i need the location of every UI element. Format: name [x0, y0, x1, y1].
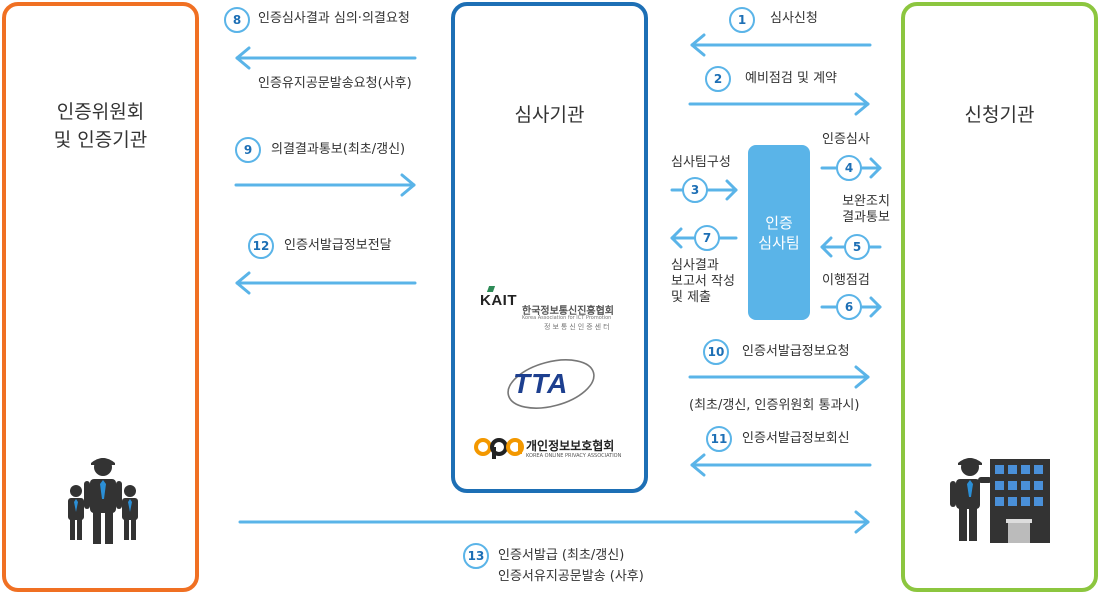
certification-committee-title: 인증위원회 및 인증기관 [6, 98, 195, 154]
kait-english-name: Korea Association for ICT Promotion [522, 315, 612, 321]
step-9-badge: 9 [235, 137, 261, 163]
arrowhead-step-1 [690, 33, 706, 57]
step-1-badge: 1 [729, 7, 755, 33]
tta-mark: TTA [513, 368, 569, 399]
step-12-badge: 12 [248, 233, 274, 259]
certification-committee-title-line2: 및 인증기관 [53, 129, 148, 151]
audit-team-line2: 심사팀 [758, 233, 800, 252]
step-1-label: 심사신청 [770, 11, 818, 26]
step-5-label: 보완조치 결과통보 [836, 194, 896, 226]
tta-ring-icon [507, 359, 595, 409]
step-5-label-line2: 결과통보 [842, 210, 890, 225]
applicant-title: 신청기관 [964, 104, 1035, 126]
step-9-label: 의결결과통보(최초/갱신) [271, 142, 406, 157]
step-6-label: 이행점검 [822, 273, 870, 288]
arrowhead-step-13 [854, 510, 870, 534]
building-person-icon [950, 458, 1050, 543]
step-5-badge: 5 [844, 234, 870, 260]
step-4-badge: 4 [836, 155, 862, 181]
step-3-label: 심사팀구성 [671, 155, 731, 170]
step-10-badge: 10 [703, 339, 729, 365]
arrowhead-step-2 [854, 92, 870, 116]
okpa-mark-icon [474, 438, 524, 459]
arrowhead-step-9 [400, 173, 416, 197]
step-10-label: 인증서발급정보요청 [742, 344, 850, 359]
step-7-badge: 7 [694, 225, 720, 251]
step-11-badge: 11 [706, 426, 732, 452]
arrowhead-step-3 [725, 179, 738, 201]
step-4-label: 인증심사 [822, 132, 870, 147]
step-8-sub-label: 인증유지공문발송요청(사후) [258, 76, 412, 91]
certification-committee-title-line1: 인증위원회 [56, 101, 145, 123]
step-8-badge: 8 [224, 7, 250, 33]
arrowhead-step-4 [869, 157, 882, 179]
okpa-logo: 개인정보보호협회 KOREA ONLINE PRIVACY ASSOCIATIO… [474, 435, 634, 463]
tta-logo: TTA [503, 356, 599, 412]
arrowhead-step-7 [670, 227, 683, 249]
step-8-label: 인증심사결과 심의·의결요청 [258, 11, 410, 26]
people-group-icon [68, 458, 138, 544]
arrowhead-step-12 [235, 271, 251, 295]
step-2-label: 예비점검 및 계약 [745, 71, 837, 86]
arrowhead-step-10 [854, 365, 870, 389]
audit-team-box: 인증 심사팀 [748, 145, 810, 320]
step-2-badge: 2 [705, 66, 731, 92]
step-13-label-line2: 인증서유지공문발송 (사후) [498, 569, 644, 584]
kait-logo: KAIT 한국정보통신진흥협회 Korea Association for IC… [480, 292, 630, 334]
step-7-label-line3: 및 제출 [671, 290, 712, 305]
kait-sub-name: 정보통신인증센터 [544, 323, 612, 331]
arrowhead-step-5 [820, 236, 833, 258]
okpa-english-name: KOREA ONLINE PRIVACY ASSOCIATION [526, 453, 622, 459]
step-10-sub-label: (최초/갱신, 인증위원회 통과시) [689, 398, 860, 413]
step-5-label-line1: 보완조치 [842, 194, 890, 209]
step-7-label-line2: 보고서 작성 [671, 274, 735, 289]
step-3-badge: 3 [682, 177, 708, 203]
arrowhead-step-6 [869, 296, 882, 318]
step-13-badge: 13 [463, 543, 489, 569]
step-13-label-line1: 인증서발급 (최초/갱신) [498, 548, 625, 563]
okpa-name: 개인정보보호협회 [526, 439, 615, 453]
audit-agency-box: 심사기관 [451, 2, 648, 493]
audit-agency-title: 심사기관 [514, 104, 585, 126]
kait-mark: KAIT [480, 292, 517, 309]
arrowhead-step-8 [235, 46, 251, 70]
arrowhead-step-11 [690, 453, 706, 477]
kait-name: 한국정보통신진흥협회 [522, 306, 614, 317]
step-6-badge: 6 [836, 294, 862, 320]
step-12-label: 인증서발급정보전달 [284, 238, 392, 253]
step-7-label: 심사결과 보고서 작성 및 제출 [671, 258, 735, 306]
step-7-label-line1: 심사결과 [671, 258, 719, 273]
audit-team-line1: 인증 [765, 213, 793, 232]
step-11-label: 인증서발급정보회신 [742, 431, 850, 446]
